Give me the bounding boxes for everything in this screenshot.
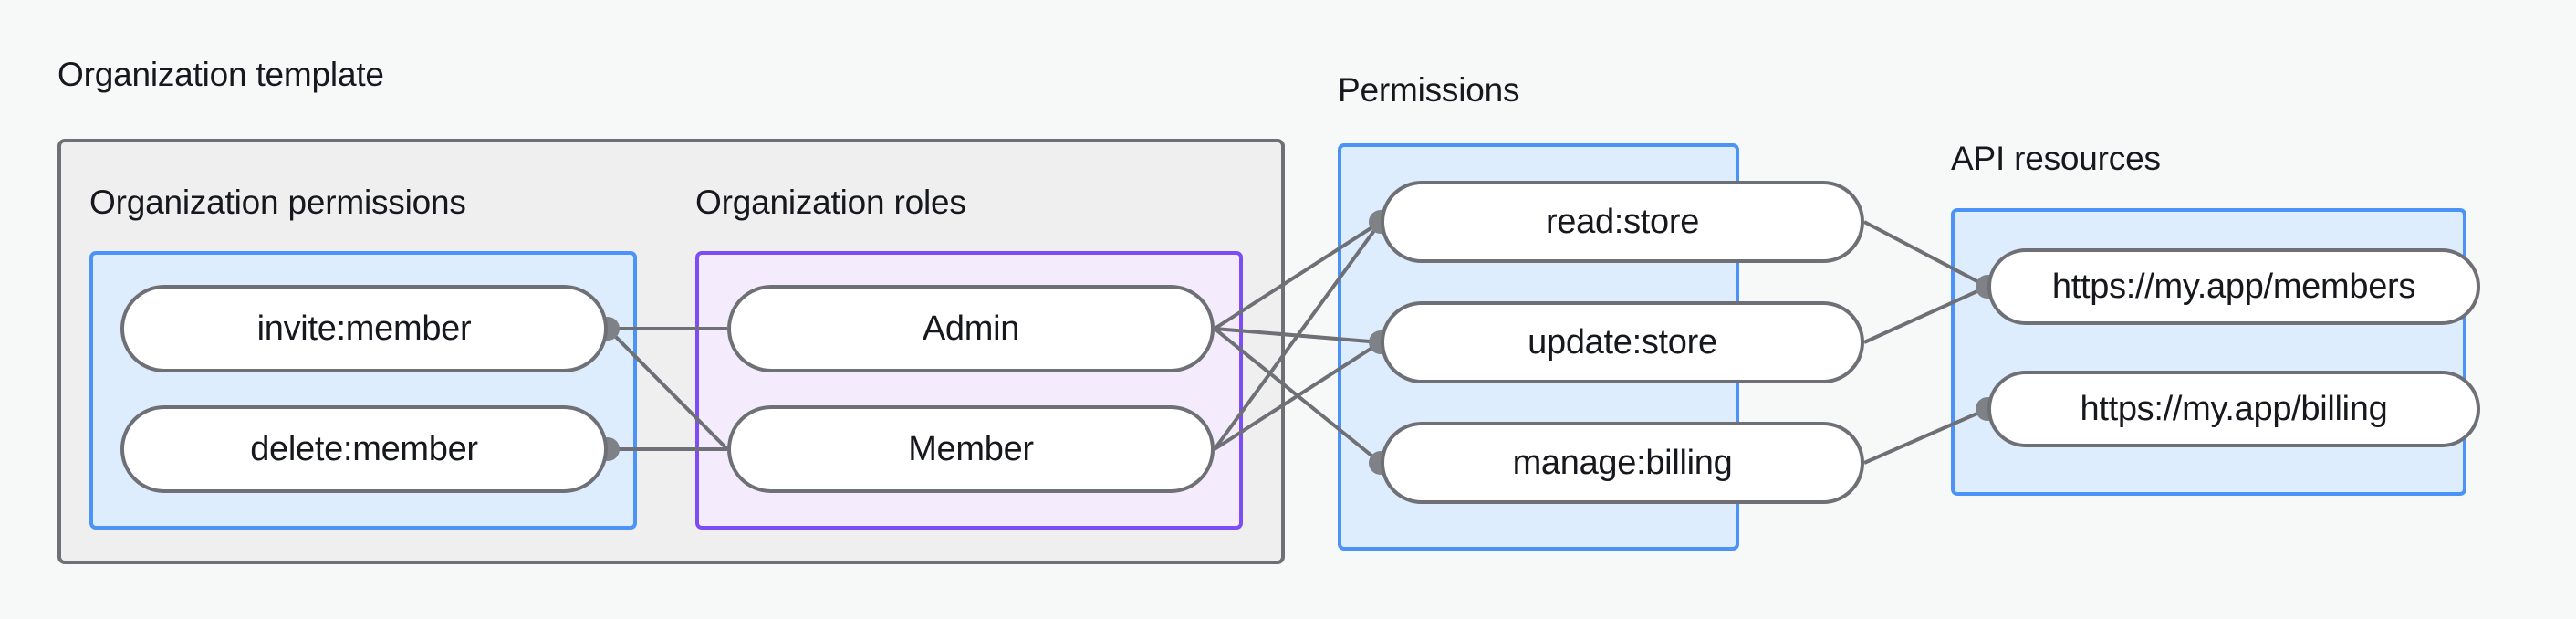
group-title-api-resources: API resources xyxy=(1951,140,2161,177)
node-label: https://my.app/members xyxy=(2051,268,2416,306)
node-delete-member[interactable]: delete:member xyxy=(120,405,608,493)
node-manage-billing[interactable]: manage:billing xyxy=(1381,422,1864,504)
node-read-store[interactable]: read:store xyxy=(1381,181,1864,263)
node-label: Member xyxy=(908,430,1034,468)
node-label: update:store xyxy=(1528,323,1717,362)
node-member[interactable]: Member xyxy=(727,405,1215,493)
node-label: manage:billing xyxy=(1512,444,1733,482)
node-label: https://my.app/billing xyxy=(2080,390,2388,428)
node-label: Admin xyxy=(922,310,1020,348)
node-label: delete:member xyxy=(250,430,478,468)
node-resource-billing[interactable]: https://my.app/billing xyxy=(1987,371,2480,447)
node-label: read:store xyxy=(1545,203,1700,241)
group-title-organization-roles: Organization roles xyxy=(695,184,966,221)
group-title-organization-permissions: Organization permissions xyxy=(89,184,466,221)
node-invite-member[interactable]: invite:member xyxy=(120,285,608,372)
group-title-permissions: Permissions xyxy=(1338,71,1520,109)
node-label: invite:member xyxy=(256,310,472,348)
node-admin[interactable]: Admin xyxy=(727,285,1215,372)
node-resource-members[interactable]: https://my.app/members xyxy=(1987,248,2480,325)
node-update-store[interactable]: update:store xyxy=(1381,301,1864,383)
group-title-organization-template: Organization template xyxy=(57,56,384,93)
